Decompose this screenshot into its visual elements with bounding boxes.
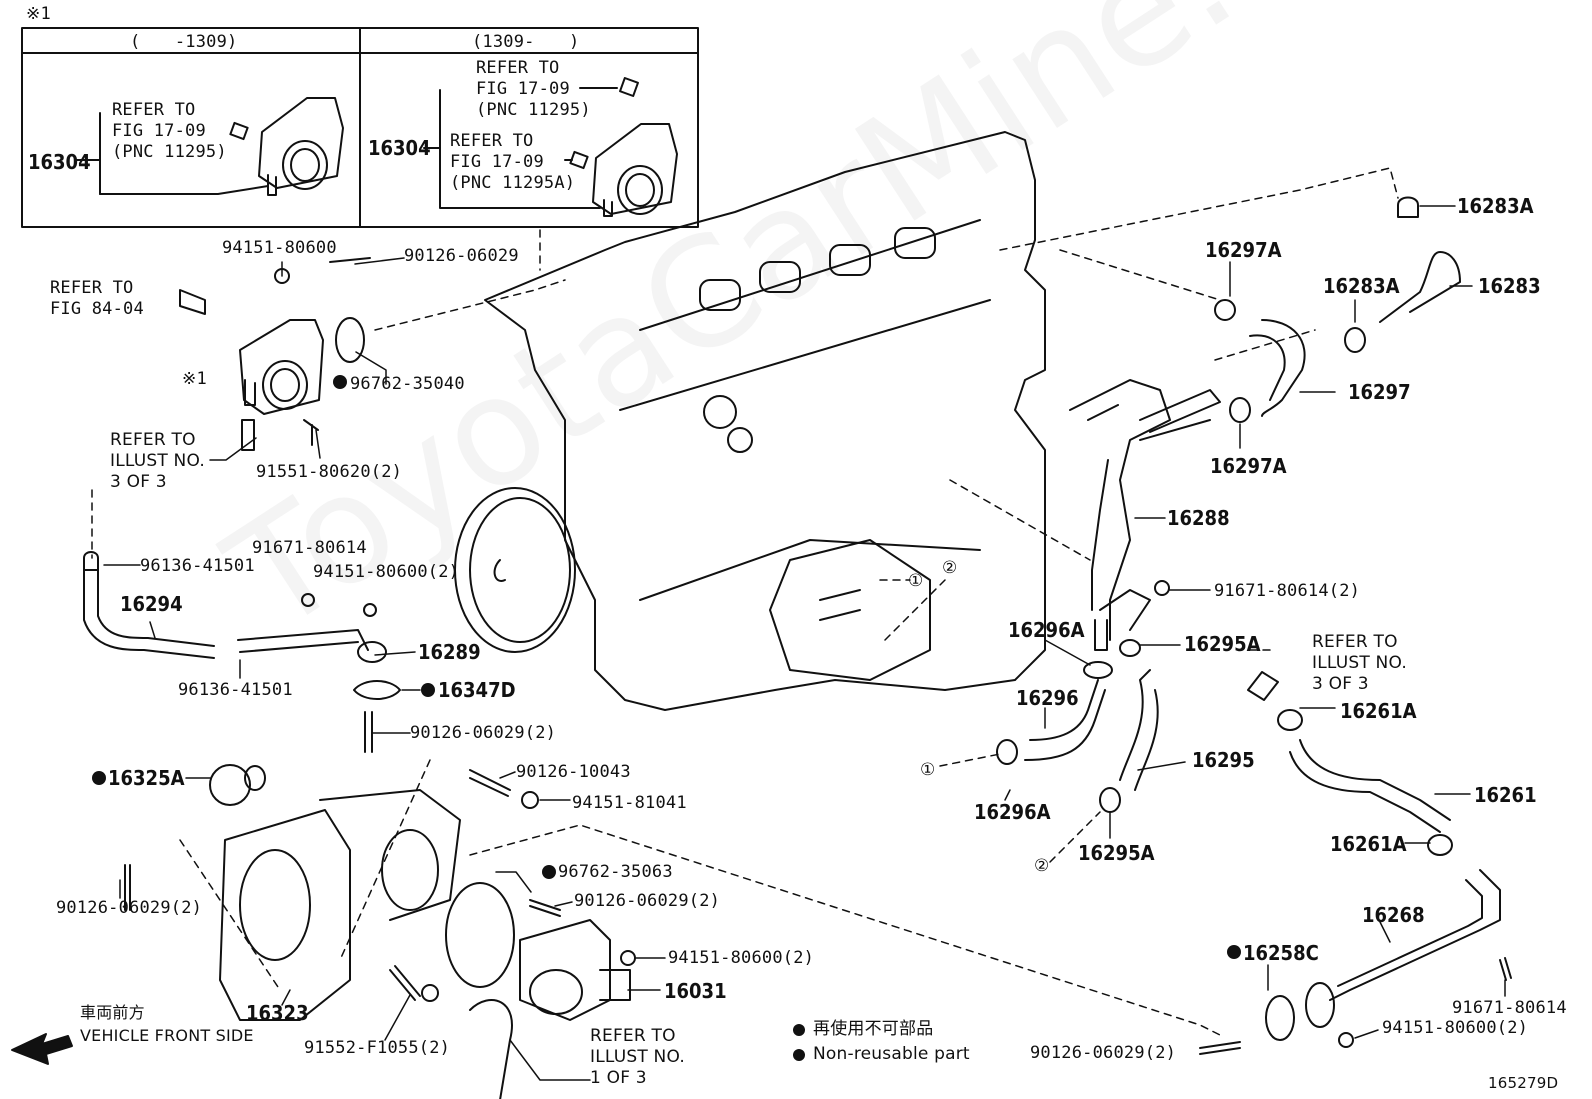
direction-label-en: VEHICLE FRONT SIDE [80,1026,254,1045]
part-16325A: 16325A [108,766,185,790]
part-16283A-b: 16283A [1323,274,1400,298]
callout-refer-illust-1: REFER TO ILLUST NO. 1 OF 3 [590,1026,685,1088]
callout-90126-06029-2a: 90126-06029(2) [410,723,557,743]
callout-94151-80600-2b: 94151-80600(2) [668,948,815,968]
legend-non-reusable-en: Non-reusable part [813,1044,970,1064]
callout-91551-80620: 91551-80620(2) [256,462,403,482]
part-16297A-a: 16297A [1205,238,1282,262]
inset-left-reference: REFER TO FIG 17-09 (PNC 11295) [112,100,227,162]
callout-refer-illust-3-left: REFER TO ILLUST NO. 3 OF 3 [110,430,205,492]
callout-90126-10043: 90126-10043 [516,762,631,782]
callout-94151-80600-2c: 94151-80600(2) [1382,1018,1529,1038]
part-16295A-a: 16295A [1184,632,1261,656]
part-16347D: 16347D [438,678,516,702]
callout-91671-80614-a: 91671-80614 [252,538,367,558]
callout-90126-06029: 90126-06029 [404,246,519,266]
inset-left-header: ( -1309) [130,32,238,52]
callout-96136-41501-a: 96136-41501 [140,556,255,576]
inset-right-header: (1309- ) [472,32,580,52]
non-reusable-markers [92,375,1241,1061]
part-16294: 16294 [120,592,183,616]
water-inlet-housing [124,764,636,1021]
direction-label-jp: 車両前方 [80,1003,145,1022]
inset-right-part-number: 16304 [368,136,431,160]
figure-id: 165279D [1488,1074,1559,1092]
callout-90126-06029-2c: 90126-06029(2) [574,891,721,911]
part-16031: 16031 [664,979,727,1003]
callout-94151-81041: 94151-81041 [572,793,687,813]
circled-2-engine: ② [942,558,958,578]
part-16295A-b: 16295A [1078,841,1155,865]
inset-right-reference-bottom: REFER TO FIG 17-09 (PNC 11295A) [450,131,576,193]
left-hoses [83,551,401,753]
part-16261A-b: 16261A [1330,832,1407,856]
water-outlet-housing [179,257,371,451]
part-16261: 16261 [1474,783,1537,807]
callout-96136-41501-b: 96136-41501 [178,680,293,700]
right-hoses [996,196,1512,1055]
part-16261A-a: 16261A [1340,699,1417,723]
part-16283A-a: 16283A [1457,194,1534,218]
callout-94151-80600: 94151-80600 [222,238,337,258]
callout-91671-80614-b: 91671-80614 [1452,998,1567,1018]
inset-box [21,27,699,228]
part-16297A-b: 16297A [1210,454,1287,478]
circled-1-left: ① [920,760,936,780]
callout-mark1: ※1 [182,369,207,389]
part-16295: 16295 [1192,748,1255,772]
part-16288: 16288 [1167,506,1230,530]
circled-1-engine: ① [908,571,924,591]
part-16258C: 16258C [1243,941,1319,965]
part-16283: 16283 [1478,274,1541,298]
circled-2-lower: ② [1034,856,1050,876]
inset-mark: ※1 [26,4,51,24]
leader-lines [103,205,1506,1081]
dashed-lines [91,167,1399,1036]
thermostat-housing [469,919,631,1099]
inset-right-reference-top: REFER TO FIG 17-09 (PNC 11295) [476,58,591,120]
callout-refer-fig-84-04: REFER TO FIG 84-04 [50,278,144,319]
part-16323: 16323 [246,1001,309,1025]
callout-91671-80614-2: 91671-80614(2) [1214,581,1361,601]
part-16296A-b: 16296A [974,800,1051,824]
callout-96762-35040: 96762-35040 [350,374,465,394]
part-16268: 16268 [1362,903,1425,927]
callout-refer-illust-3-right: REFER TO ILLUST NO. 3 OF 3 [1312,632,1407,694]
callout-94151-80600-2a: 94151-80600(2) [313,562,460,582]
crank-pulley [454,487,576,653]
legend-non-reusable-jp: 再使用不可部品 [813,1019,934,1039]
callout-90126-06029-2d: 90126-06029(2) [1030,1043,1177,1063]
part-16296A-a: 16296A [1008,618,1085,642]
callout-90126-06029-2b: 90126-06029(2) [56,898,203,918]
callout-91552-F1055: 91552-F1055(2) [304,1038,451,1058]
part-16296: 16296 [1016,686,1079,710]
callout-96762-35063: 96762-35063 [558,862,673,882]
engine-block [484,131,1046,711]
inset-left-part-number: 16304 [28,150,91,174]
part-16297: 16297 [1348,380,1411,404]
front-direction-arrow [11,1033,73,1065]
part-16289: 16289 [418,640,481,664]
